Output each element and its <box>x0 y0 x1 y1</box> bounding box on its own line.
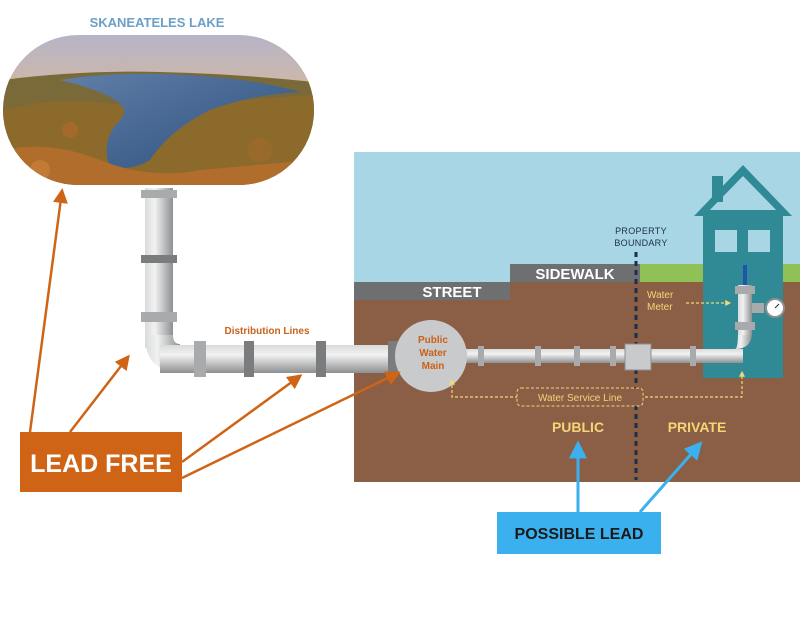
service-line-label-box <box>516 387 644 407</box>
public-water-main-line2: Water <box>419 348 447 359</box>
lead-free-arrows <box>28 188 401 480</box>
distribution-lines-label: Distribution Lines <box>225 326 310 337</box>
service-line-label: Water Service Line <box>538 393 623 404</box>
possible-lead-callout-box <box>497 512 661 554</box>
zone-private-label: PRIVATE <box>668 419 727 435</box>
sidewalk-slab <box>510 264 640 282</box>
property-boundary-label-line1: PROPERTY <box>615 226 667 236</box>
street-label: STREET <box>422 284 481 301</box>
service-pipe <box>465 285 764 371</box>
public-water-main-line1: Public <box>418 335 448 346</box>
water-meter-label-line1: Water <box>647 290 674 301</box>
possible-lead-arrows <box>569 440 703 513</box>
lead-free-callout-label: LEAD FREE <box>30 450 172 478</box>
street-slab <box>354 282 510 300</box>
public-water-main-line3: Main <box>422 361 445 372</box>
lake-title: SKANEATELES LAKE <box>90 15 225 30</box>
lake-image <box>3 35 314 185</box>
zone-public-label: PUBLIC <box>552 419 604 435</box>
distribution-pipe <box>141 188 400 377</box>
water-meter-icon <box>765 298 785 318</box>
lead-free-callout-box <box>20 432 182 492</box>
property-boundary-label-line2: BOUNDARY <box>614 238 667 248</box>
possible-lead-callout-label: POSSIBLE LEAD <box>515 526 644 543</box>
water-meter-label-line2: Meter <box>647 302 673 313</box>
sidewalk-label: SIDEWALK <box>535 266 614 283</box>
